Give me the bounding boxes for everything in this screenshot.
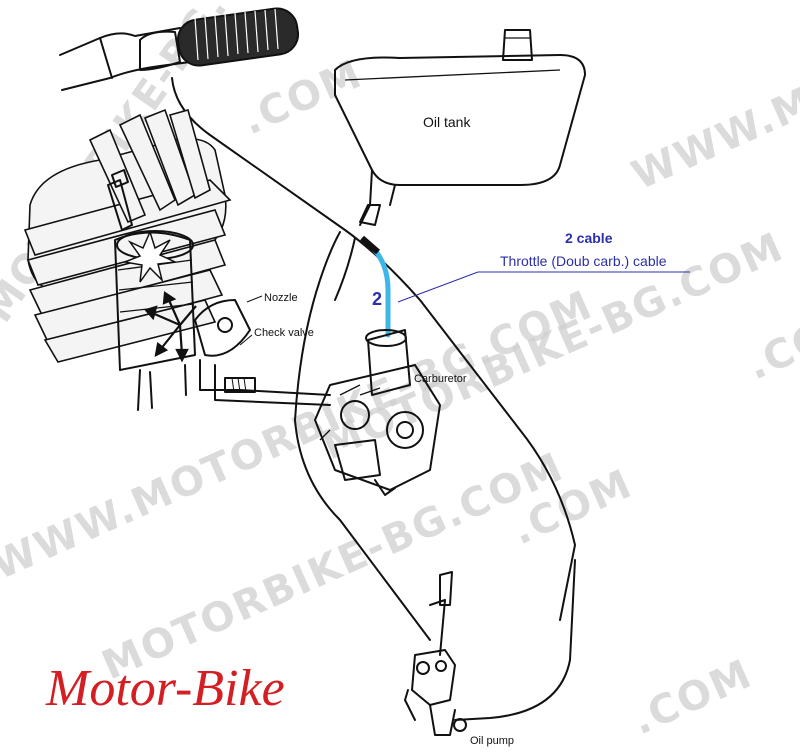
- cable-number: 2: [372, 289, 382, 309]
- watermark-text: .COM: [740, 296, 800, 389]
- oil-pump-label: Oil pump: [470, 735, 514, 747]
- brand-logo-text: Motor-Bike: [45, 660, 285, 717]
- oil-tank-label: Oil tank: [423, 114, 471, 130]
- carburetor: Carburetor: [314, 329, 467, 496]
- check-valve-label: Check valve: [254, 327, 314, 339]
- watermark-text: .COM: [625, 651, 759, 744]
- cable-title: 2 cable: [565, 230, 613, 246]
- handlebar-grip: [59, 7, 300, 91]
- oil-pump: Oil pump: [404, 559, 576, 747]
- carburetor-label: Carburetor: [414, 373, 467, 385]
- watermark-text: WWW.MOTORBIKE-BG.COM: [625, 0, 800, 199]
- oil-tank: Oil tank: [334, 29, 586, 226]
- nozzle-label: Nozzle: [264, 292, 298, 304]
- cable-subtitle: Throttle (Doub carb.) cable: [500, 253, 667, 269]
- engine-cylinder: [23, 108, 251, 411]
- highlighted-cable: 2: [360, 235, 391, 338]
- watermark-text: .COM: [235, 51, 369, 144]
- cable-callout: 2 cable Throttle (Doub carb.) cable: [397, 230, 690, 303]
- nozzle-check-valve: Nozzle Check valve: [199, 292, 331, 406]
